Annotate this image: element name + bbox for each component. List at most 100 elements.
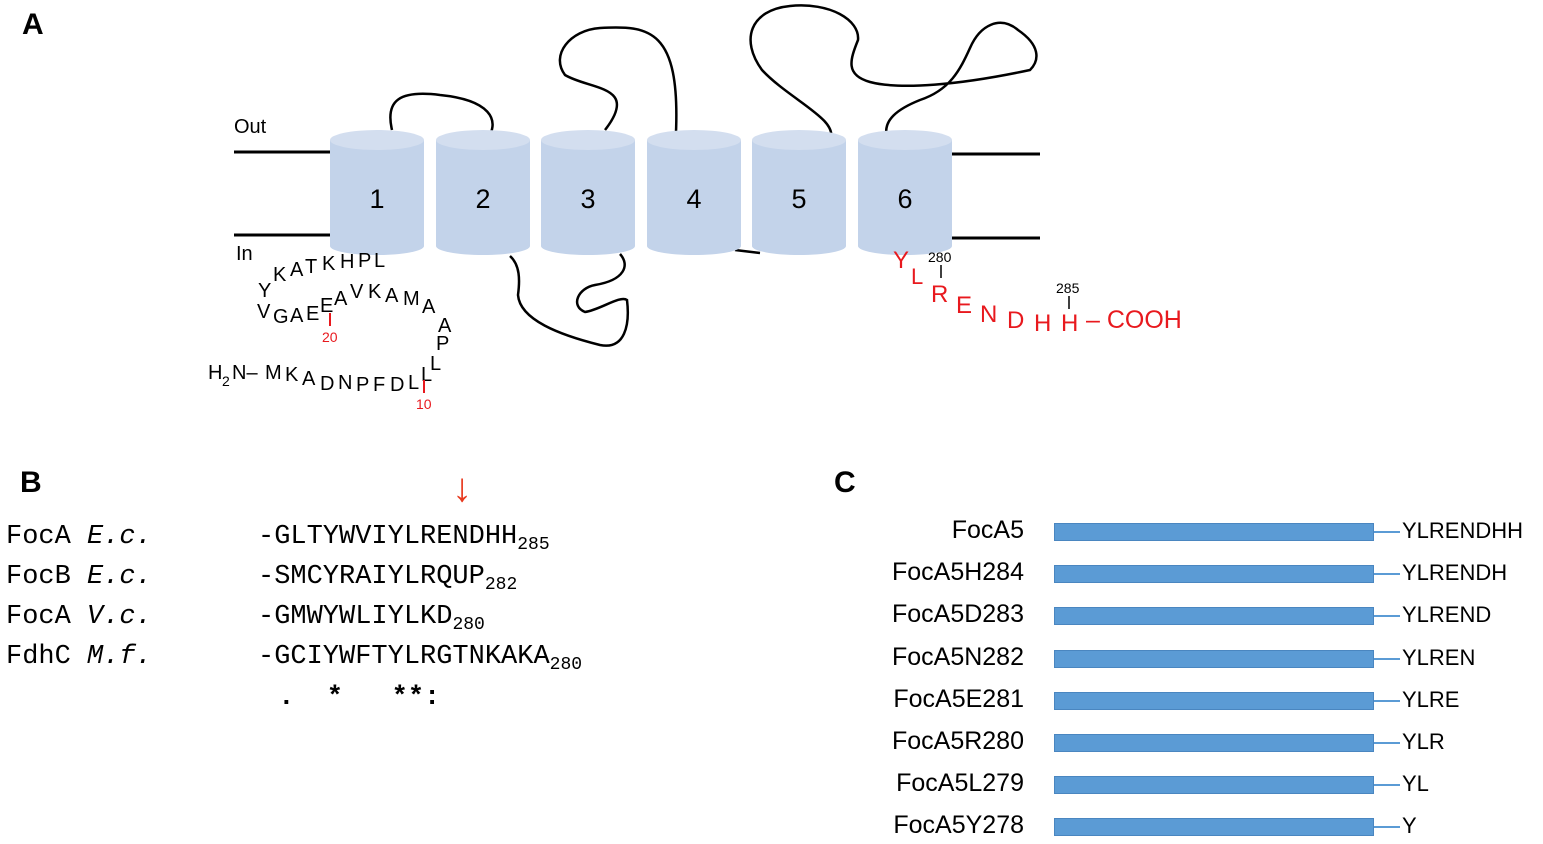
helix-4: 4 (647, 130, 741, 255)
alignment-sequence: -SMCYRAIYLRQUP282 (258, 562, 517, 595)
construct-tail-line (1374, 784, 1400, 787)
cterm-residue: H (1061, 310, 1078, 337)
construct-tail-sequence: YLR (1402, 729, 1445, 754)
construct-bar (1054, 776, 1374, 795)
nterm-residue: D (390, 374, 404, 396)
construct-name: FocA5D283 (891, 600, 1024, 629)
marker-10: 10 (416, 396, 432, 412)
nterm-residue: A (334, 288, 348, 310)
nterm-residue: V (257, 301, 271, 323)
membrane-lines (234, 150, 1040, 240)
nterm-residue: K (368, 281, 382, 303)
nterm-residue: H (340, 251, 354, 273)
construct-tail-line (1374, 699, 1400, 702)
alignment-row-label: FocA E.c. (6, 522, 152, 552)
nterm-residue: E (306, 303, 319, 325)
nterm-residue: A (290, 259, 304, 281)
nterm-residue: K (285, 364, 299, 386)
cterm-residue: Y (893, 247, 909, 274)
nterm-residue: K (273, 264, 287, 286)
nterm-residue: G (273, 306, 289, 328)
sequence-text: -GMWYWLIYLKD (258, 602, 453, 632)
alignment-row-label: FocB E.c. (6, 562, 152, 592)
protein-name: FdhC (6, 642, 88, 672)
alignment-sequence: -GLTYWVIYLRENDHH285 (258, 522, 550, 555)
nterm-residue: P (436, 333, 449, 355)
helix-number: 4 (686, 184, 701, 214)
sequence-end-position: 280 (452, 615, 485, 635)
construct-name: FocA5E281 (893, 684, 1024, 713)
nterm-residue: T (305, 256, 317, 278)
construct-bar (1054, 818, 1374, 837)
construct-bar (1054, 607, 1374, 626)
nterm-residue: L (430, 353, 441, 375)
nterm-residue: A (290, 305, 304, 327)
nterm-residue: A (438, 315, 452, 337)
cleavage-arrow: ↓ (452, 466, 472, 510)
nterm-residue: M (403, 288, 420, 310)
nterm-residue: M (265, 362, 282, 384)
helix-number: 1 (369, 184, 384, 214)
nterm-residue: L (408, 372, 419, 394)
nterm-subscript: 2 (222, 373, 230, 389)
panel-label-c: C (834, 466, 856, 499)
organism-name: E.c. (87, 562, 152, 592)
helix-3: 3 (541, 130, 635, 255)
construct-tail-sequence: YLRENDHH (1402, 518, 1524, 543)
sequence-text: -SMCYRAIYLRQUP (258, 562, 485, 592)
cooh-label: – COOH (1086, 306, 1182, 334)
construct-name: FocA5R280 (891, 727, 1024, 755)
construct-name: FocA5L279 (896, 769, 1024, 798)
helix-number: 2 (475, 184, 490, 214)
organism-name: E.c. (87, 522, 152, 552)
alignment-row-label: FdhC M.f. (6, 642, 152, 672)
helix-6: 6 (858, 130, 952, 255)
helix-number: 5 (791, 184, 806, 214)
marker-280: 280 (928, 249, 952, 265)
construct-tail-sequence: Y (1402, 813, 1417, 839)
nterm-residue: P (358, 250, 371, 272)
sequence-text: -GLTYWVIYLRENDHH (258, 522, 518, 552)
construct-tail-line (1374, 531, 1400, 533)
helix-5: 5 (752, 130, 846, 255)
nterm-residue: D (320, 373, 334, 395)
construct-name: FocA5N282 (891, 642, 1024, 671)
cterm-residue: E (956, 292, 972, 319)
cterm-residue: H (1034, 310, 1051, 337)
construct-bar (1054, 734, 1374, 752)
nterm-residue: A (302, 368, 316, 390)
organism-name: M.f. (87, 642, 152, 672)
out-label: Out (234, 116, 267, 138)
sequence-text: -GCIYWFTYLRGTNKAKA (258, 642, 550, 672)
marker-20: 20 (322, 329, 338, 345)
nterm-residue: K (322, 253, 336, 275)
panel-label-a: A (22, 8, 44, 41)
helix-2: 2 (436, 130, 530, 255)
construct-bar (1054, 691, 1374, 710)
construct-name: FocA5H284 (891, 558, 1024, 587)
helices: 1 2 3 4 5 6 (330, 130, 952, 255)
alignment-row-label: FocA V.c. (6, 602, 152, 632)
construct-tail-sequence: YLRENDH (1402, 560, 1508, 586)
nterm-residue: F (373, 374, 385, 396)
nterm-residue: V (350, 281, 364, 303)
helix-number: 3 (580, 184, 595, 214)
cterm-residue: R (931, 281, 948, 308)
protein-name: FocA (6, 522, 88, 552)
nterm-prefix: H (208, 362, 222, 384)
protein-name: FocA (6, 602, 88, 632)
sequence-end-position: 285 (517, 535, 550, 555)
construct-bar (1054, 523, 1374, 541)
nterm-residue: A (385, 285, 399, 307)
construct-tail-line (1374, 615, 1400, 618)
construct-tail-line (1374, 657, 1400, 660)
construct-name: FocA5Y278 (893, 811, 1024, 840)
alignment-sequence: -GCIYWFTYLRGTNKAKA280 (258, 642, 582, 675)
nterm-residue: P (356, 374, 369, 396)
alignment-sequence: -GMWYWLIYLKD280 (258, 602, 485, 635)
construct-tail-sequence: YLRE (1402, 686, 1460, 712)
panel-label-b: B (20, 466, 42, 499)
